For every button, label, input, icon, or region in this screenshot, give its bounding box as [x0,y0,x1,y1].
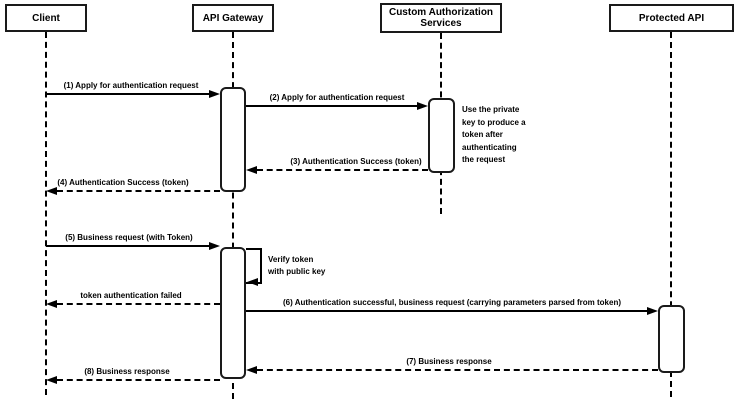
message-1-line [46,93,212,95]
message-1-arrowhead [209,89,220,98]
message-4-arrowhead [46,186,57,195]
actor-api-gateway-label: API Gateway [202,12,264,24]
activation-api-gateway-1 [220,87,246,192]
actor-api-gateway: API Gateway [192,4,274,32]
message-5-arrowhead [209,241,220,250]
message-token-failed-arrowhead [46,299,57,308]
message-4-label: (4) Authentication Success (token) [57,178,189,187]
actor-protected-api-label: Protected API [638,12,705,24]
activation-custom-authorization-services [428,98,455,173]
message-6-line [246,310,650,312]
message-6-arrowhead [647,306,658,315]
self-message-arrowhead [247,277,258,286]
message-5-label: (5) Business request (with Token) [65,233,193,242]
message-7-arrowhead [246,365,257,374]
message-7-line [257,369,658,371]
message-1-label: (1) Apply for authentication request [63,81,199,90]
message-2-line [246,105,420,107]
message-8-line [57,379,220,381]
note-private-key: Use the private key to produce a token a… [462,105,526,164]
message-3-arrowhead [246,165,257,174]
message-token-failed-line [57,303,220,305]
message-8-arrowhead [46,375,57,384]
message-6-label: (6) Authentication successful, business … [282,298,622,307]
message-7-label: (7) Business response [406,357,492,366]
actor-custom-authorization-services: Custom Authorization Services [380,3,502,33]
activation-api-gateway-2 [220,247,246,379]
message-2-arrowhead [417,101,428,110]
actor-custom-authorization-services-label: Custom Authorization Services [388,7,494,29]
self-message-label: Verify token with public key [268,255,326,276]
message-3-label: (3) Authentication Success (token) [290,157,422,166]
actor-protected-api: Protected API [609,4,734,32]
message-2-label: (2) Apply for authentication request [269,93,405,102]
actor-client-label: Client [32,12,60,24]
message-5-line [46,245,212,247]
lifeline-api-gateway [232,32,234,399]
message-3-line [257,169,428,171]
activation-protected-api [658,305,685,373]
actor-client: Client [5,4,87,32]
message-token-failed-label: token authentication failed [80,291,182,300]
message-8-label: (8) Business response [84,367,170,376]
lifeline-protected-api [670,32,672,397]
lifeline-client [45,32,47,395]
message-4-line [57,190,220,192]
